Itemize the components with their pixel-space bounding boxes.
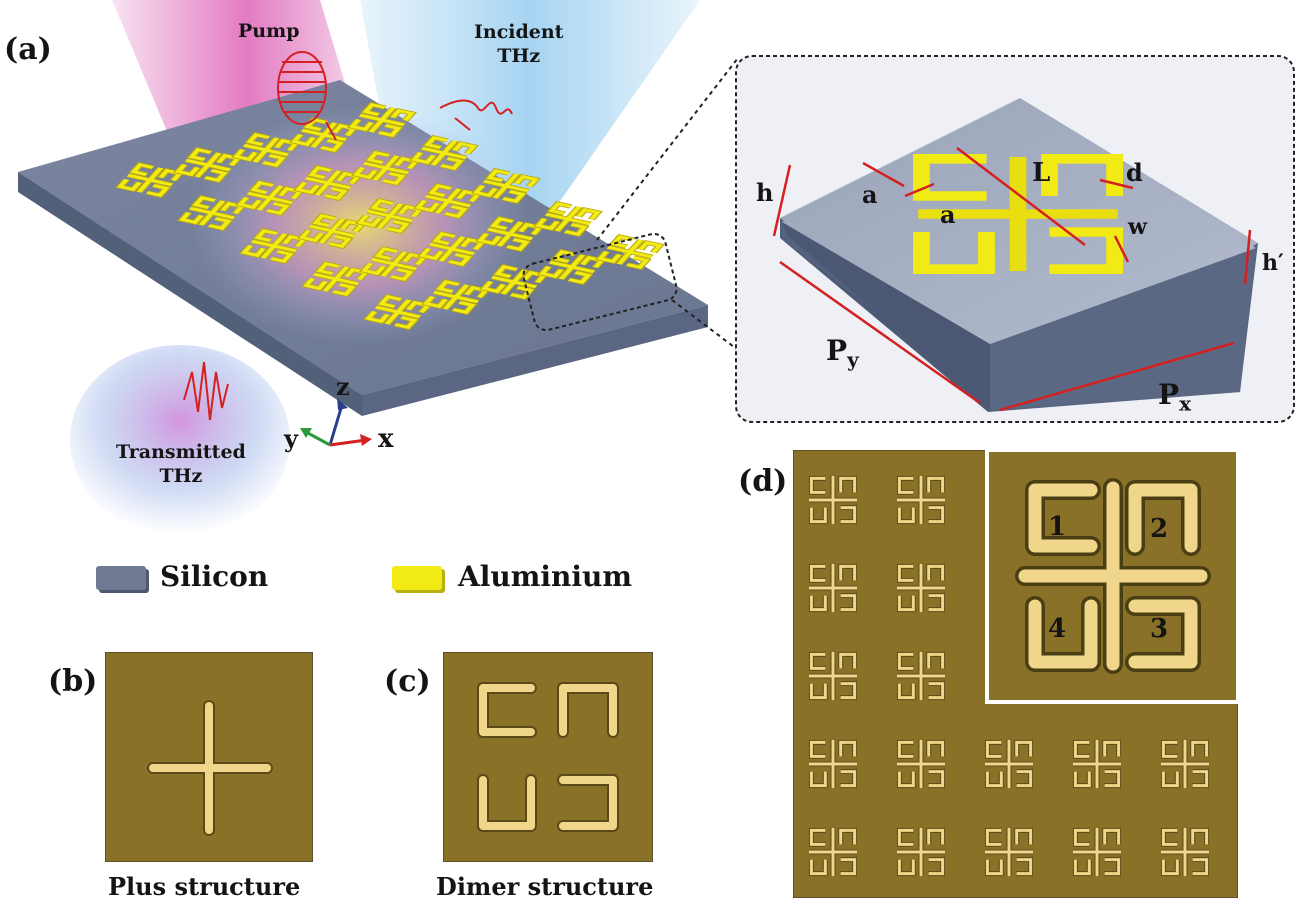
array-unit-cell — [896, 563, 946, 613]
dim-h-prime-label: h′ — [1262, 250, 1284, 276]
inset-unit-cell-structure — [913, 153, 1123, 275]
legend-aluminium-label: Aluminium — [458, 560, 632, 593]
array-unit-cell — [896, 827, 946, 877]
unit-cell — [421, 279, 491, 315]
array-unit-cell — [896, 475, 946, 525]
zoom-connector-bottom — [671, 299, 739, 351]
array-micrograph — [793, 450, 1238, 898]
unit-cell — [479, 264, 549, 300]
legend-silicon-swatch — [96, 566, 146, 590]
unit-cell — [409, 135, 479, 171]
panel-c-letter: (c) — [384, 664, 431, 699]
plus-structure-micrograph — [105, 652, 313, 862]
axis-y-label: y — [284, 424, 298, 453]
inset-slab-frontface — [990, 248, 1256, 410]
panel-d-letter: (d) — [738, 464, 788, 499]
dim-a1-label: a — [862, 180, 878, 209]
dim-a2-label: a — [940, 200, 956, 229]
incident-thz-label: Incident THz — [474, 21, 564, 67]
array-unit-cell — [1160, 739, 1210, 789]
unit-cell — [413, 183, 483, 219]
unit-cell — [301, 261, 371, 297]
bracket-number-3: 3 — [1150, 614, 1169, 644]
transmitted-thz-beam — [70, 345, 290, 535]
array-unit-cell — [808, 827, 858, 877]
panel-b-letter: (b) — [48, 664, 98, 699]
dim-Py-label: Py — [826, 334, 859, 372]
array-unit-cell — [1072, 739, 1122, 789]
unit-cell — [231, 132, 301, 168]
axis-triad — [300, 398, 372, 447]
transmitted-thz-pulse-icon — [183, 361, 229, 421]
legend-silicon-label: Silicon — [160, 560, 269, 593]
bracket-number-4: 4 — [1048, 614, 1067, 644]
array-unit-cell — [808, 739, 858, 789]
array-unit-cell — [808, 475, 858, 525]
bracket-number-2: 2 — [1150, 514, 1169, 544]
panel-c-caption: Dimer structure — [436, 872, 654, 901]
array-unit-cell — [984, 739, 1034, 789]
unit-cell — [595, 234, 665, 270]
pump-pulse-icon — [277, 51, 337, 141]
silicon-slab-left — [18, 172, 362, 416]
dim-w-label: w — [1128, 214, 1147, 240]
unit-cell — [173, 147, 243, 183]
array-unit-cell — [896, 739, 946, 789]
array-unit-cell — [984, 827, 1034, 877]
inset-slab-leftface — [782, 222, 990, 410]
unit-cell — [347, 102, 417, 138]
unit-cell — [475, 216, 545, 252]
panel-a-letter: (a) — [4, 32, 52, 67]
unit-cell — [417, 231, 487, 267]
unit-cell — [239, 228, 309, 264]
unit-cell — [363, 294, 433, 330]
zoomed-unit-cell — [1015, 478, 1211, 674]
bracket-number-1: 1 — [1048, 512, 1067, 542]
dim-L-label: L — [1032, 158, 1051, 188]
dimer-structure-micrograph — [443, 652, 653, 862]
unit-cell — [537, 249, 607, 285]
unit-cell — [293, 165, 363, 201]
incident-thz-pulse-icon — [439, 99, 513, 131]
array-unit-cell — [808, 563, 858, 613]
unit-cell — [351, 150, 421, 186]
array-unit-cell — [1160, 827, 1210, 877]
transmitted-thz-label: Transmitted THz — [116, 441, 246, 487]
dim-d-label: d — [1126, 158, 1143, 187]
inset-dimension-arrows — [772, 147, 1252, 412]
legend-aluminium-swatch — [392, 566, 442, 590]
metamaterial-array — [115, 102, 665, 330]
unit-cell — [471, 168, 541, 204]
panel-b-caption: Plus structure — [108, 872, 301, 901]
axis-x-label: x — [378, 424, 394, 454]
array-unit-cell — [1072, 827, 1122, 877]
dim-Px-label: Px — [1158, 378, 1191, 416]
unit-cell — [289, 117, 359, 153]
unit-cell-highlight — [522, 232, 678, 332]
zoom-connector-top — [596, 57, 739, 241]
unit-cell — [115, 162, 185, 198]
unit-cell — [235, 180, 305, 216]
unit-cell — [355, 198, 425, 234]
axis-z-label: z — [336, 372, 350, 401]
pump-label: Pump — [238, 20, 300, 42]
unit-cell — [359, 246, 429, 282]
array-unit-cell — [808, 651, 858, 701]
unit-cell — [533, 201, 603, 237]
dim-h-label: h — [756, 178, 774, 207]
array-unit-cell — [896, 651, 946, 701]
unit-cell — [297, 213, 367, 249]
unit-cell — [177, 195, 247, 231]
silicon-slab-front — [362, 305, 708, 416]
